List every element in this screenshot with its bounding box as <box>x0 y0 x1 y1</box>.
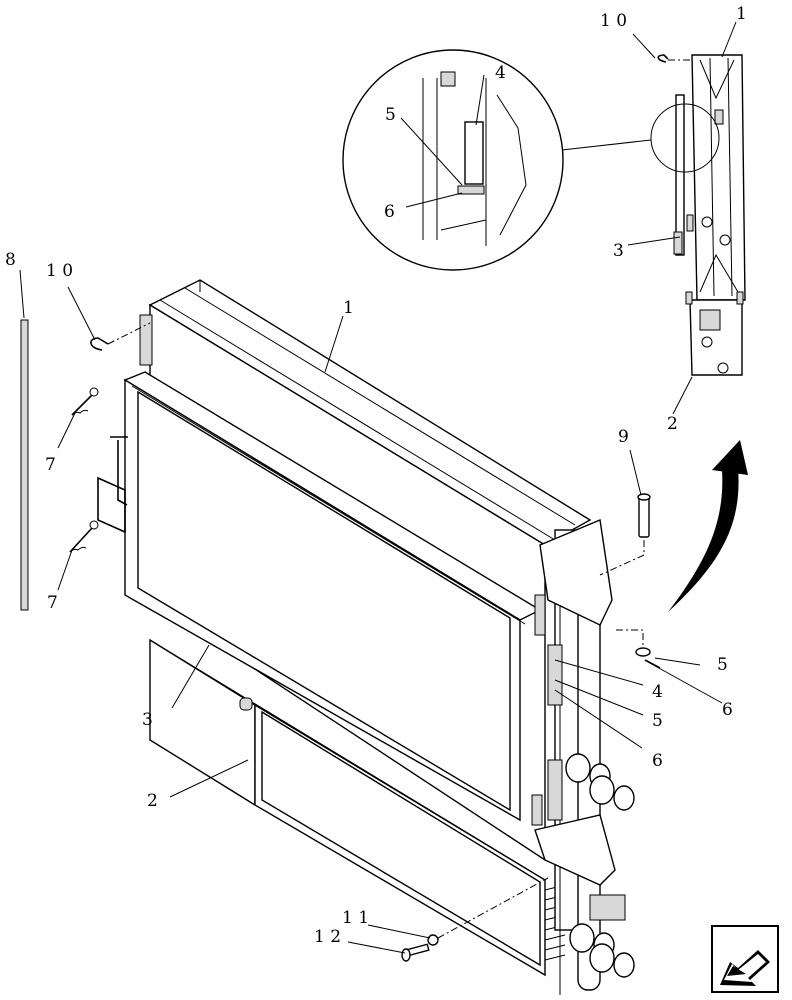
pivot-pin <box>637 493 651 538</box>
callout-5-magnified: 5 <box>385 105 396 125</box>
callout-1-detail: 1 <box>736 4 747 24</box>
callout-7-upper: 7 <box>45 455 56 475</box>
bolt-washer <box>427 934 439 946</box>
hose-fitting-lower-b <box>589 943 635 978</box>
retaining-clip <box>90 337 109 351</box>
lower-cooler-core <box>149 638 566 977</box>
magnified-detail <box>342 49 720 271</box>
seal-strip <box>20 319 29 611</box>
callout-5-pin: 5 <box>717 655 728 675</box>
callout-8: 8 <box>5 250 16 270</box>
back-arrow-icon <box>720 950 770 986</box>
callout-5-main: 5 <box>652 711 663 731</box>
front-condenser <box>97 371 542 822</box>
callout-7-lower: 7 <box>47 593 58 613</box>
lanyard-pin-upper <box>71 387 99 416</box>
hose-fittings <box>565 753 635 978</box>
callout-6-main: 6 <box>652 751 663 771</box>
lanyard-pin-lower <box>69 520 99 553</box>
callout-10-detail: 1 0 <box>600 11 627 31</box>
callout-12: 1 2 <box>314 927 341 947</box>
hose-fitting-upper-b <box>589 775 635 811</box>
callout-9: 9 <box>618 427 629 447</box>
callout-1-main: 1 <box>343 298 354 318</box>
callout-6-pin: 6 <box>722 700 733 720</box>
callout-3-detail: 3 <box>613 241 624 261</box>
back-navigation-button[interactable] <box>711 925 779 993</box>
callout-6-magnified: 6 <box>384 202 395 222</box>
side-view-detail <box>657 54 746 376</box>
curved-arrow-icon <box>668 440 748 612</box>
callout-2-detail: 2 <box>667 414 678 434</box>
bolt <box>401 943 430 962</box>
callout-labels: 1 2 1 2 3 3 4 4 5 5 5 6 6 6 7 7 8 9 1 0 … <box>5 4 747 947</box>
callout-4-main: 4 <box>652 682 663 702</box>
cooler-assembly <box>97 279 635 995</box>
leader-lines <box>19 21 737 954</box>
callout-3-main: 3 <box>142 710 153 730</box>
callout-10-main: 1 0 <box>46 261 73 281</box>
callout-11: 1 1 <box>342 908 369 928</box>
callout-2-main: 2 <box>147 791 158 811</box>
side-tank <box>531 519 626 995</box>
callout-4-magnified: 4 <box>495 63 506 83</box>
